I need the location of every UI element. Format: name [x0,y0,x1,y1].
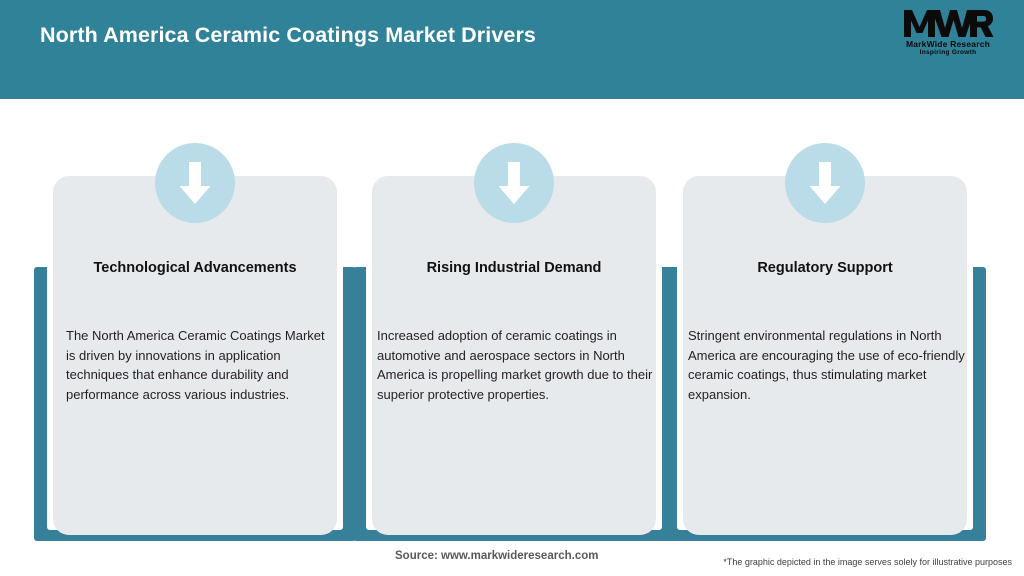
down-arrow-icon [474,143,554,223]
logo-tagline: Inspiring Growth [919,49,977,56]
brand-logo: MarkWide Research Inspiring Growth [890,8,1006,60]
drivers-card-group: Technological Advancements The North Ame… [0,99,1024,541]
card-surface-2 [372,176,656,535]
card-surface-3 [683,176,967,535]
header-band: North America Ceramic Coatings Market Dr… [0,0,1024,99]
disclaimer-label: *The graphic depicted in the image serve… [723,557,1012,567]
card-surface-1 [53,176,337,535]
driver-card-1: Technological Advancements The North Ame… [34,99,356,541]
driver-card-3: Regulatory Support Stringent environment… [664,99,986,541]
card-heading-2: Rising Industrial Demand [426,260,602,276]
source-label: Source: www.markwideresearch.com [395,550,599,562]
card-body-text-2: Increased adoption of ceramic coatings i… [377,328,653,402]
card-body-text-3: Stringent environmental regulations in N… [688,328,965,402]
card-heading-1: Technological Advancements [93,260,297,276]
card-heading-3: Regulatory Support [757,260,893,276]
card-body-text-1: The North America Ceramic Coatings Marke… [66,328,325,402]
page-title: North America Ceramic Coatings Market Dr… [40,23,536,47]
down-arrow-icon [155,143,235,223]
logo-company-name: MarkWide Research [905,39,991,49]
down-arrow-icon [785,143,865,223]
driver-card-2: Rising Industrial Demand Increased adopt… [353,99,675,541]
mwr-monogram-icon [904,10,994,37]
